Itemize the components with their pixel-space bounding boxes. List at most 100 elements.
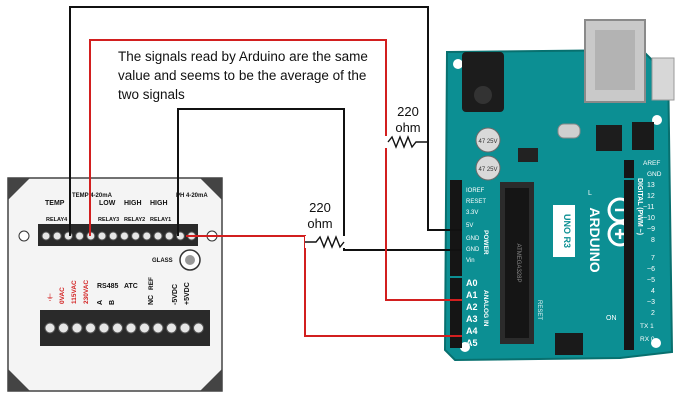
terminal-screw <box>142 231 152 241</box>
atmega-chip <box>505 188 529 338</box>
terminal-screw <box>119 231 129 241</box>
crystal-oscillator <box>557 123 581 139</box>
mounting-hole <box>651 338 661 348</box>
icsp-header <box>555 333 583 355</box>
terminal-label: LOW <box>99 200 116 207</box>
digital-pin-label: 4 <box>651 288 655 295</box>
digital-pin-label: 7 <box>651 255 655 262</box>
digital-pin-label: 12 <box>647 193 655 200</box>
relay-label: RELAY4 <box>46 217 68 223</box>
terminal-screw <box>44 322 56 334</box>
terminal-screw <box>193 322 204 334</box>
bottom-terminal-label: B <box>109 300 116 305</box>
capacitor-label: 47 25V <box>478 167 497 173</box>
bottom-terminal-label: -5VDC <box>172 284 179 305</box>
usb-connector-inner <box>595 30 635 90</box>
capacitor-label: 47 25V <box>478 139 497 145</box>
digital-pin-label: ~9 <box>647 226 655 233</box>
bottom-terminal-screws <box>44 322 204 334</box>
uno-badge-text: UNO R3 <box>562 214 572 248</box>
resistor-unit: ohm <box>307 216 333 231</box>
power-pin-label: GND <box>466 236 480 242</box>
bottom-terminal-label: 230VAC <box>83 280 90 304</box>
module-corner <box>8 178 30 200</box>
power-pin-label: GND <box>466 247 480 253</box>
bottom-terminal-label: A <box>97 300 104 305</box>
digital-pin-label: ~10 <box>643 215 655 222</box>
glass-label: GLASS <box>152 258 173 264</box>
capacitor <box>475 127 501 153</box>
ph-controller-module: TEMP TEMP 4-20mA LOW HIGH HIGH PH 4-20mA… <box>7 177 223 392</box>
power-pin-label: 5V <box>466 223 473 229</box>
digital-pin-label: TX 1 <box>640 323 654 330</box>
digital-pin-label: ~5 <box>647 277 655 284</box>
resistor-value: 220 <box>309 200 331 215</box>
terminal-screw <box>58 322 69 334</box>
terminal-screw <box>131 231 141 241</box>
module-corner <box>200 369 222 391</box>
terminal-screw <box>108 231 118 241</box>
bottom-terminal-label: ATC <box>124 283 138 290</box>
digital-pin-label: ~3 <box>647 299 655 306</box>
power-header-label: POWER <box>482 230 489 255</box>
digital-pin-label: GND <box>647 171 662 178</box>
bottom-terminal-label: REF <box>148 277 155 290</box>
glass-connector-center <box>185 255 195 265</box>
terminal-screw <box>139 322 150 334</box>
uno-badge <box>553 205 575 257</box>
bottom-terminal-label: +5VDC <box>184 282 191 305</box>
power-pin-label: IOREF <box>466 188 485 194</box>
mounting-hole <box>652 115 662 125</box>
voltage-regulator <box>518 148 538 162</box>
terminal-screw <box>125 322 137 334</box>
terminal-screw <box>153 231 163 241</box>
terminal-screw <box>98 322 110 334</box>
analog-pin-label: A3 <box>466 314 478 324</box>
resistor-value: 220 <box>397 104 419 119</box>
on-led-label: ON <box>606 315 617 322</box>
capacitor <box>475 155 501 181</box>
arduino-brand-text: ARDUINO <box>587 207 603 272</box>
analog-pin-label: A1 <box>466 290 478 300</box>
usb-controller-chip <box>596 125 622 151</box>
arduino-uno-board: 47 25V 47 25V ATMEGA328P UNO R3 ARDUINO … <box>443 19 675 362</box>
digital-header-label: DIGITAL (PWM ~) <box>636 178 643 235</box>
power-header <box>450 180 462 276</box>
resistor-label: 220 ohm <box>388 104 428 136</box>
mounting-hole <box>460 342 470 352</box>
terminal-screw <box>63 231 73 241</box>
terminal-label: TEMP <box>45 200 65 207</box>
dc-power-jack <box>462 52 504 112</box>
digital-pin-label: 8 <box>651 237 655 244</box>
module-corner <box>8 369 30 391</box>
terminal-screw <box>179 322 191 334</box>
terminal-screw <box>152 322 164 334</box>
terminal-screw <box>71 322 83 334</box>
resistor-symbol <box>305 235 345 249</box>
terminal-screw <box>112 322 123 334</box>
digital-pin-label: 13 <box>647 182 655 189</box>
analog-pin-label: A4 <box>466 326 478 336</box>
top-terminal-strip <box>38 224 198 246</box>
power-pin-label: Vin <box>466 258 475 264</box>
mounting-screw <box>18 230 30 242</box>
digital-pin-label: ~11 <box>643 204 654 211</box>
terminal-screw <box>164 231 174 241</box>
power-pin-label: RESET <box>466 199 486 205</box>
terminal-label: HIGH <box>124 200 142 207</box>
power-pin-label: 3.3V <box>466 210 478 216</box>
wire-black-gnd <box>177 108 462 251</box>
terminal-screw <box>85 322 96 334</box>
mounting-hole <box>453 59 463 69</box>
aref-header <box>624 160 634 178</box>
bottom-terminal-label: RS485 <box>97 283 119 290</box>
analog-header <box>450 278 462 348</box>
resistor-unit: ohm <box>395 120 421 135</box>
reset-button <box>651 57 675 101</box>
terminal-screw <box>52 231 62 241</box>
bottom-terminal-label: 0VAC <box>59 287 66 304</box>
resistor-symbol <box>376 135 428 149</box>
relay-label: RELAY2 <box>124 217 145 223</box>
bottom-terminal-label: 115VAC <box>71 280 78 304</box>
